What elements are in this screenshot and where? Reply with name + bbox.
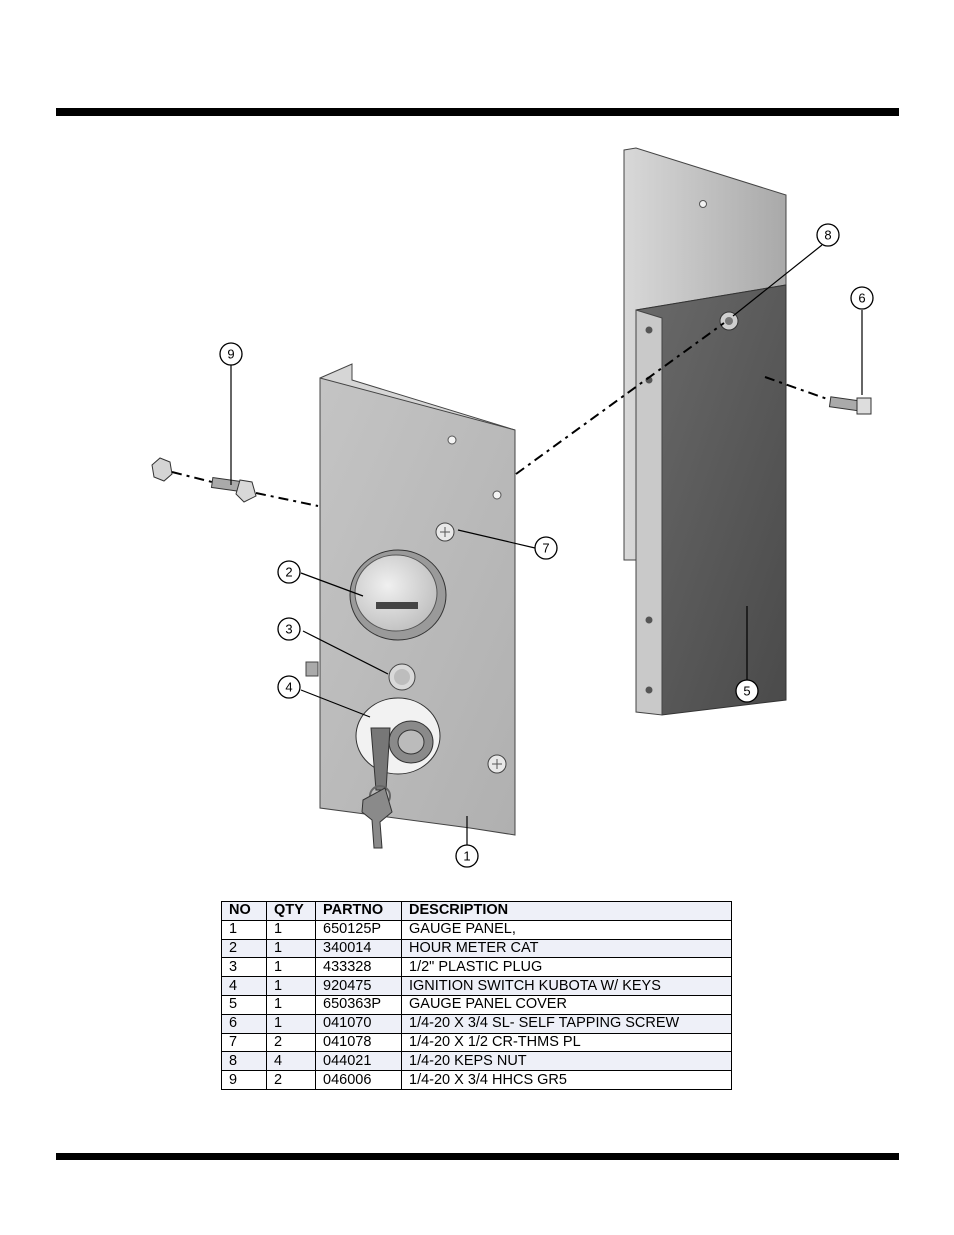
header-description: DESCRIPTION: [401, 901, 732, 921]
hex-bolt: [151, 457, 257, 503]
table-header-row: NO QTY PARTNO DESCRIPTION: [221, 901, 732, 921]
self-tapping-screw: [828, 396, 872, 415]
cell-description: 1/2" PLASTIC PLUG: [401, 957, 732, 978]
gauge-panel-cover: [623, 147, 787, 716]
cell-description: HOUR METER CAT: [401, 938, 732, 959]
callout-1: 1: [455, 844, 479, 868]
cell-no: 5: [221, 994, 267, 1015]
cell-qty: 1: [266, 957, 316, 978]
cell-no: 8: [221, 1051, 267, 1072]
svg-text:3: 3: [285, 622, 292, 637]
callout-5: 5: [735, 679, 759, 703]
cell-partno: 433328: [315, 957, 402, 978]
cell-partno: 041078: [315, 1032, 402, 1053]
cell-no: 4: [221, 976, 267, 996]
cell-no: 1: [221, 919, 267, 940]
cell-description: IGNITION SWITCH KUBOTA W/ KEYS: [401, 976, 732, 996]
top-rule: [56, 108, 899, 116]
cell-qty: 1: [266, 919, 316, 940]
exploded-parts-diagram: 1 2 3 4 5 6 7 8 9: [151, 147, 874, 868]
callout-2: 2: [277, 560, 301, 584]
callout-4: 4: [277, 675, 301, 699]
cell-description: GAUGE PANEL,: [401, 919, 732, 940]
ignition-switch: [305, 661, 441, 849]
cell-partno: 650363P: [315, 994, 402, 1015]
cell-partno: 044021: [315, 1051, 402, 1072]
cell-partno: 340014: [315, 938, 402, 959]
svg-text:7: 7: [542, 541, 549, 556]
cell-no: 6: [221, 1013, 267, 1034]
svg-text:1: 1: [463, 849, 470, 864]
cell-description: 1/4-20 KEPS NUT: [401, 1051, 732, 1072]
svg-text:9: 9: [227, 347, 234, 362]
cell-qty: 1: [266, 938, 316, 959]
cell-no: 3: [221, 957, 267, 978]
cell-partno: 046006: [315, 1070, 402, 1090]
cell-partno: 041070: [315, 1013, 402, 1034]
callout-9: 9: [219, 342, 243, 366]
header-partno: PARTNO: [315, 901, 402, 921]
svg-text:6: 6: [858, 291, 865, 306]
cell-qty: 2: [266, 1070, 316, 1090]
callout-8: 8: [816, 223, 840, 247]
svg-text:2: 2: [285, 565, 292, 580]
cell-description: 1/4-20 X 3/4 HHCS GR5: [401, 1070, 732, 1090]
hour-meter: [349, 549, 447, 641]
cell-qty: 1: [266, 994, 316, 1015]
keps-nut: [719, 311, 739, 331]
plastic-plug: [388, 663, 416, 691]
cell-no: 2: [221, 938, 267, 959]
bottom-rule: [56, 1153, 899, 1160]
svg-text:4: 4: [285, 680, 292, 695]
cell-no: 9: [221, 1070, 267, 1090]
cell-description: 1/4-20 X 3/4 SL- SELF TAPPING SCREW: [401, 1013, 732, 1034]
callout-6: 6: [850, 286, 874, 310]
callout-7: 7: [534, 536, 558, 560]
cell-qty: 1: [266, 1013, 316, 1034]
cell-partno: 920475: [315, 976, 402, 996]
header-qty: QTY: [266, 901, 316, 921]
cell-qty: 4: [266, 1051, 316, 1072]
cell-description: GAUGE PANEL COVER: [401, 994, 732, 1015]
cell-description: 1/4-20 X 1/2 CR-THMS PL: [401, 1032, 732, 1053]
cell-qty: 1: [266, 976, 316, 996]
cell-qty: 2: [266, 1032, 316, 1053]
cell-no: 7: [221, 1032, 267, 1053]
cell-partno: 650125P: [315, 919, 402, 940]
callout-3: 3: [277, 617, 301, 641]
svg-text:5: 5: [743, 684, 750, 699]
panel-screw: [435, 522, 507, 774]
assembly-lines: [171, 322, 831, 507]
header-no: NO: [221, 901, 267, 921]
svg-text:8: 8: [824, 228, 831, 243]
